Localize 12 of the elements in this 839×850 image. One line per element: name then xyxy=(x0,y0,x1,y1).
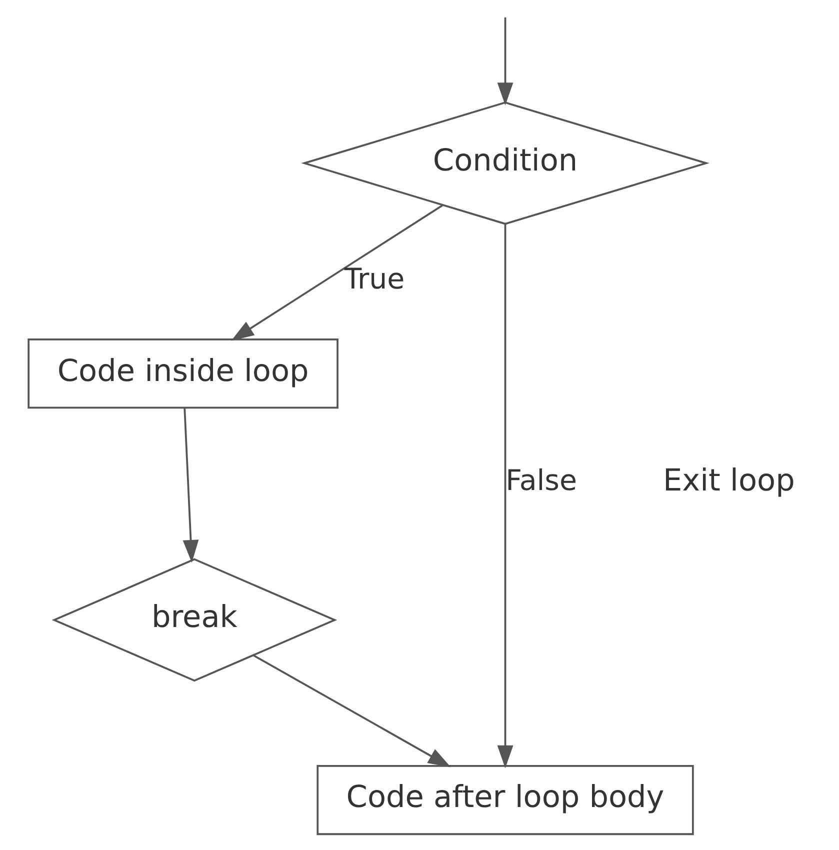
label: Exit loop xyxy=(663,464,795,499)
node-box: Code after loop body xyxy=(316,764,694,836)
node-diamond: break xyxy=(52,558,338,682)
arrow xyxy=(182,408,199,563)
arrow xyxy=(497,224,514,768)
arrow xyxy=(231,204,443,341)
edge-label: False xyxy=(506,464,577,498)
node-diamond: Condition xyxy=(301,102,710,225)
arrow xyxy=(497,17,514,106)
node-box: Code inside loop xyxy=(28,338,338,409)
arrow xyxy=(253,654,451,768)
edge-label: True xyxy=(344,262,405,296)
